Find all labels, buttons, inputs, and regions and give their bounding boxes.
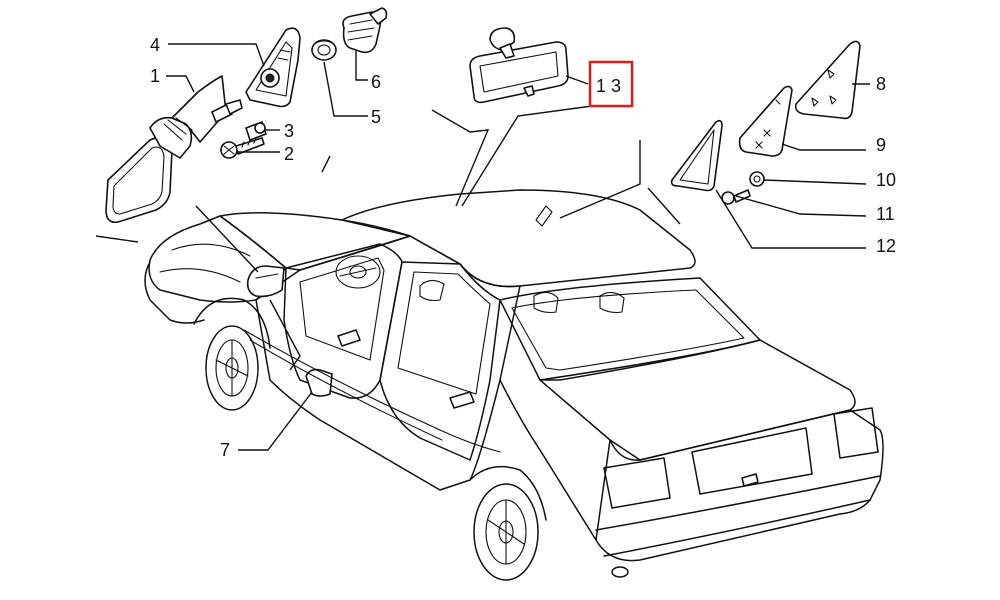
callout-label-12: 12 [876,236,896,256]
callout-label-9: 9 [876,135,886,155]
grommet-part [311,39,337,61]
callout-label-1: 1 [150,66,160,86]
callout-label-4: 4 [150,35,160,55]
mirror-mount-part [245,27,301,108]
clip-screw-part [721,189,751,205]
car-body [144,189,884,581]
interior-mirror-part [469,27,569,104]
bolt-part [211,99,243,123]
callout-label-6: 6 [371,72,381,92]
callout-label-5: 5 [371,107,381,127]
rear-window-trim-part [794,40,861,120]
trim-panel-part [738,85,793,157]
callout-label-3: 3 [284,121,294,141]
callout-label-7: 7 [220,440,230,460]
screw-part [220,121,267,159]
window-corner-part [670,119,723,192]
exterior-mirror-part [105,75,227,224]
highlight-box-13 [588,60,634,108]
washer-part [749,171,765,187]
callout-label-2: 2 [284,144,294,164]
cap-part [342,7,388,54]
callout-label-11: 11 [876,204,895,224]
leader-lines [95,43,870,451]
callout-label-8: 8 [876,74,886,94]
callout-label-13: 1 3 [596,76,621,96]
callout-label-10: 10 [876,170,896,190]
